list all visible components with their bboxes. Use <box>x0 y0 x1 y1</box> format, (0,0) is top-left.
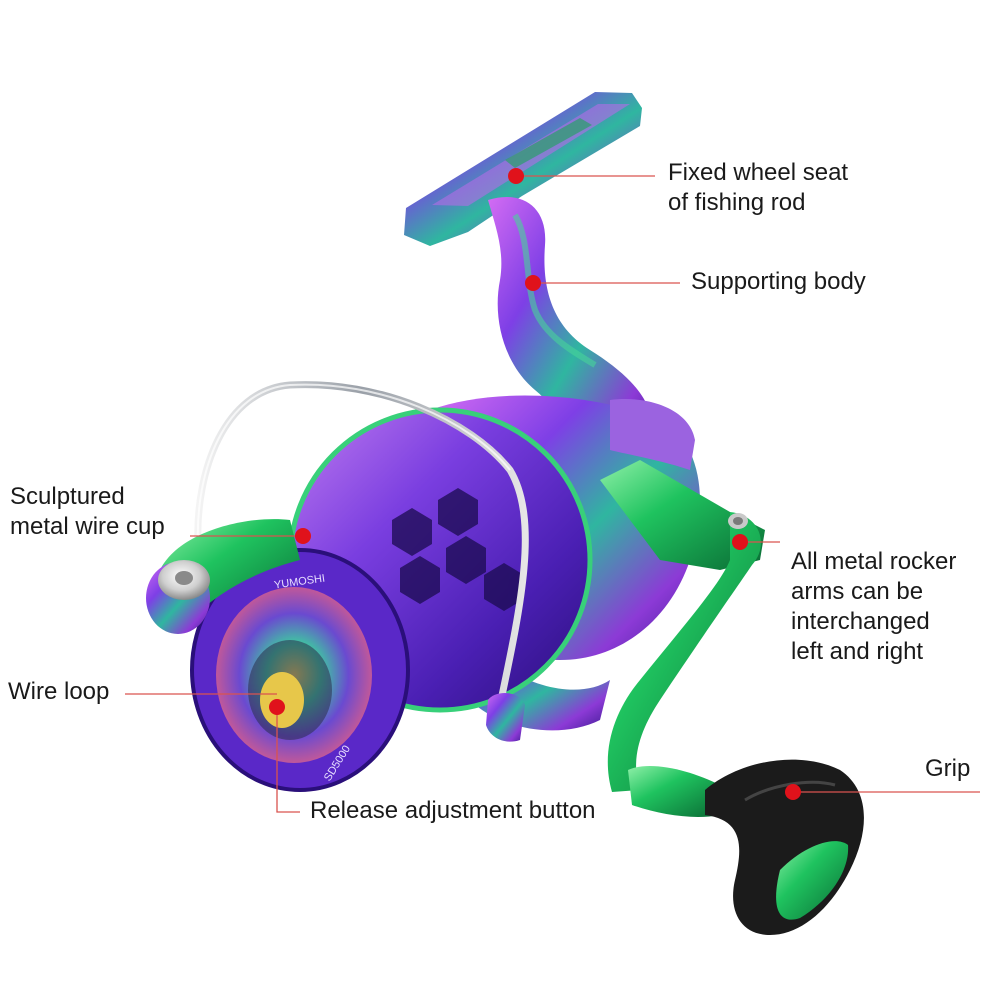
leader-line-release <box>276 703 300 813</box>
bail-wire <box>194 381 529 709</box>
marker-dot-seat <box>508 168 524 184</box>
marker-dot-body <box>525 275 541 291</box>
leader-lines <box>125 175 980 813</box>
marker-dot-loop <box>269 699 285 715</box>
handle-arm <box>600 460 765 792</box>
callout-wire-loop: Wire loop <box>8 678 110 705</box>
marker-dots <box>269 168 801 800</box>
grip-knob <box>628 759 864 935</box>
callout-rocker-arms: All metal rocker arms can be interchange… <box>791 548 957 665</box>
marker-dot-cup <box>295 528 311 544</box>
callout-grip: Grip <box>925 755 971 782</box>
callout-sculptured-cup: Sculptured metal wire cup <box>10 483 165 540</box>
line-roller <box>146 519 300 634</box>
callout-supporting-body: Supporting body <box>691 268 866 295</box>
marker-dot-grip <box>785 784 801 800</box>
marker-dot-rocker <box>732 534 748 550</box>
spool-face: YUMOSHI SD5000 <box>190 548 410 792</box>
callout-fixed-wheel-seat: Fixed wheel seat of fishing rod <box>668 159 849 216</box>
bail-arm <box>486 693 525 742</box>
reel-foot <box>404 92 642 246</box>
callout-release-button: Release adjustment button <box>310 797 596 824</box>
